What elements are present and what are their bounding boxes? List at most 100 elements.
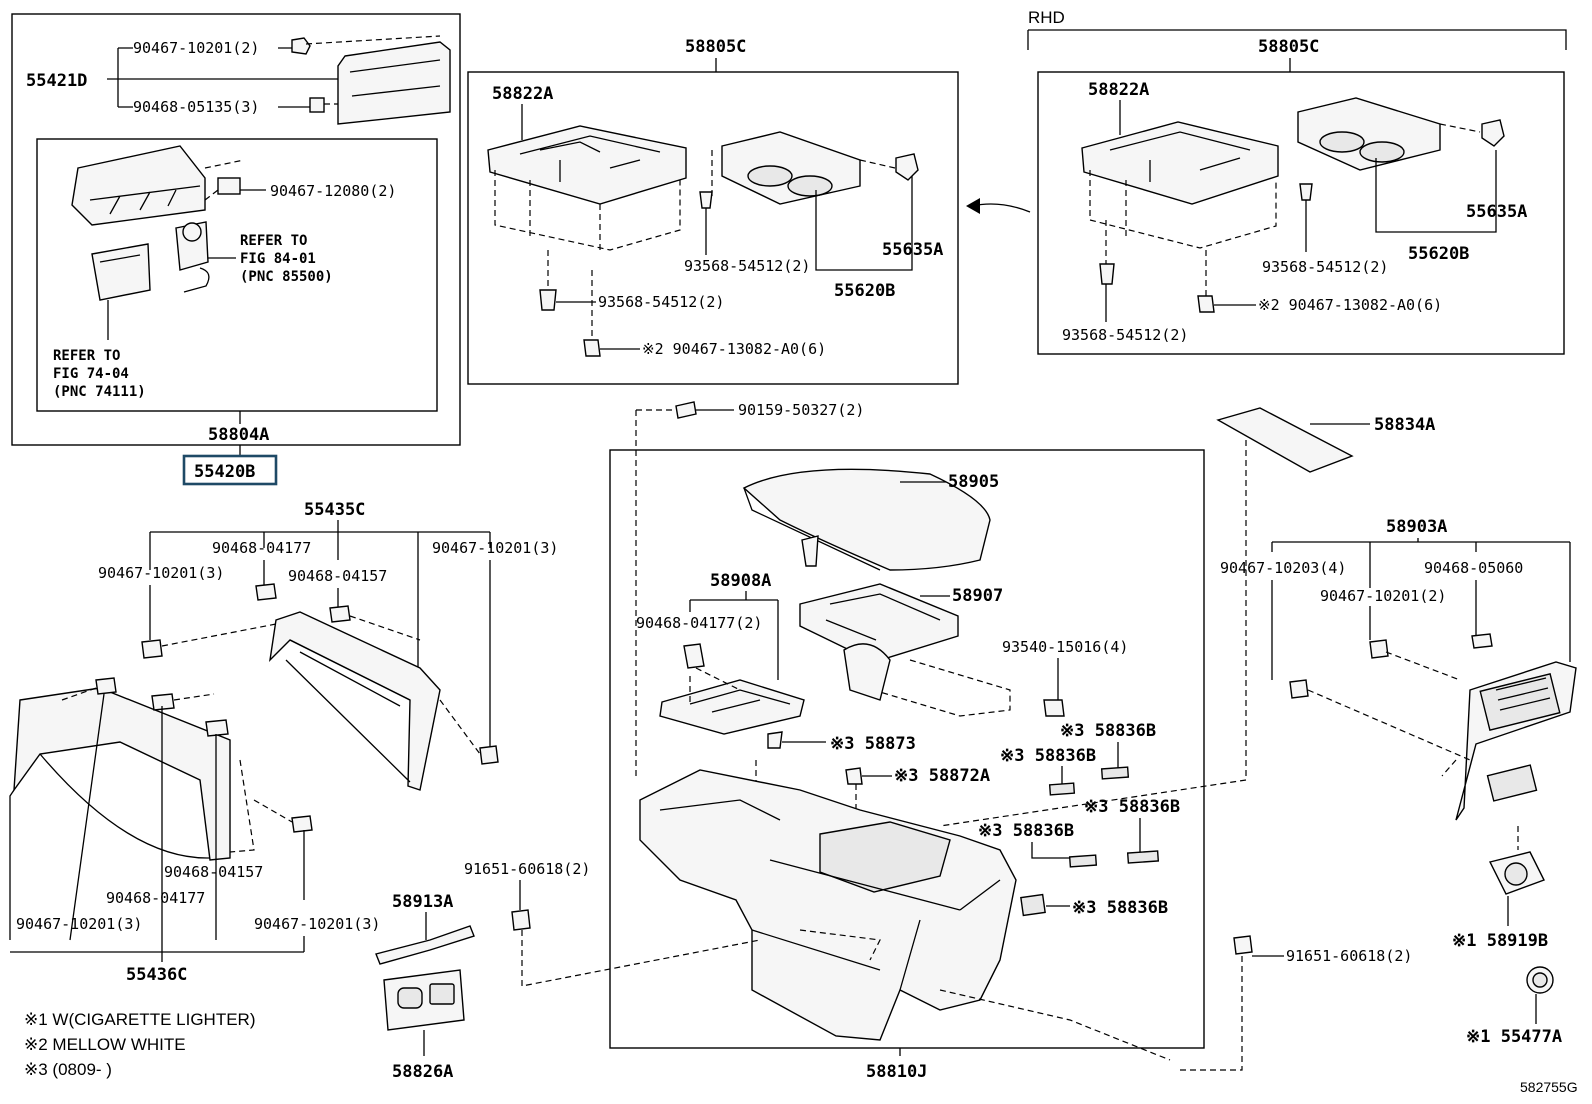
clip-icon [291, 815, 313, 833]
clip-icon [255, 583, 277, 601]
label-55477A: ※1 55477A [1466, 1027, 1562, 1047]
cup-holder-55620B [721, 131, 861, 205]
label-58810J: 58810J [866, 1062, 927, 1082]
clip-icon [683, 643, 705, 669]
vent-grille [1486, 764, 1538, 802]
clip-icon [217, 177, 241, 195]
center-group-frame [467, 71, 959, 385]
legend-notes: ※1 W(CIGARETTE LIGHTER) ※2 MELLOW WHITE … [24, 1010, 255, 1079]
console-storage [819, 821, 951, 893]
highlight-55420B-box[interactable] [182, 454, 278, 486]
label-93568-54512-rhd-a: 93568-54512(2) [1262, 258, 1388, 276]
switch-panel [71, 145, 206, 226]
right-side-group: 58834A 58903A 90467-10203(4) 90468-05060… [939, 407, 1577, 1071]
refer-text-2-line3: (PNC 74111) [53, 384, 146, 400]
hook-icon [895, 153, 919, 181]
direction-arrow [971, 203, 1031, 213]
console-body-58810J [639, 769, 1017, 1041]
label-90467-10201-3-c: 90467-10201(3) [16, 915, 142, 933]
refer-text-1-line1: REFER TO [240, 233, 307, 249]
left-lower-group: 55435C 90468-04177 90467-10201(3) 90468-… [9, 500, 558, 985]
clip-icon [767, 731, 783, 749]
label-90467-10203: 90467-10203(4) [1220, 559, 1346, 577]
clip-icon [583, 339, 601, 357]
label-58836B-4: ※3 58836B [978, 821, 1074, 841]
left-group-inner-frame [36, 138, 438, 412]
label-58836B-5: ※3 58836B [1072, 898, 1168, 918]
label-90467-10201-3-d: 90467-10201(3) [254, 915, 380, 933]
label-91651-60618-left: 91651-60618(2) [464, 860, 590, 878]
refer-text-2-line2: FIG 74-04 [53, 366, 129, 382]
arrow-head-icon [966, 198, 980, 214]
label-90468-04177-2: 90468-04177(2) [636, 614, 762, 632]
note-1: ※1 W(CIGARETTE LIGHTER) [24, 1010, 255, 1029]
label-90468-04177-b: 90468-04177 [106, 889, 205, 907]
label-90468-05060: 90468-05060 [1424, 559, 1523, 577]
bolt-icon [511, 909, 531, 931]
label-58903A: 58903A [1386, 517, 1447, 537]
clip-icon [329, 605, 351, 623]
clip-icon [95, 677, 117, 695]
pad-icon [1068, 854, 1098, 868]
lid-58905 [742, 468, 991, 571]
ashtray-part [91, 243, 151, 301]
label-90467-13082-center: ※2 90467-13082-A0(6) [642, 340, 826, 358]
label-58834A: 58834A [1374, 415, 1435, 435]
label-90467-13082-rhd: ※2 90467-13082-A0(6) [1258, 296, 1442, 314]
clip-icon [479, 745, 499, 765]
label-58805C-center: 58805C [685, 37, 746, 57]
screw-icon [1099, 263, 1115, 285]
label-90467-10201-3-a: 90467-10201(3) [98, 564, 224, 582]
pad-icon [1100, 766, 1130, 780]
label-55421D: 55421D [26, 71, 87, 91]
lower-panel-55435C [268, 611, 441, 791]
label-58907: 58907 [952, 586, 1003, 606]
clip-icon [309, 97, 325, 113]
label-58805C-rhd: 58805C [1258, 37, 1319, 57]
clip-icon [205, 719, 229, 737]
figure-id: 582755G [1520, 1079, 1578, 1095]
label-58836B-2: ※3 58836B [1000, 746, 1096, 766]
label-58913A: 58913A [392, 892, 453, 912]
label-58905: 58905 [948, 472, 999, 492]
label-93568-54512-center-a: 93568-54512(2) [684, 257, 810, 275]
shift-panel-58822A-rhd [1081, 121, 1279, 205]
refer-text-2-line1: REFER TO [53, 348, 120, 364]
clip-icon [1471, 633, 1493, 649]
note-3: ※3 (0809- ) [24, 1060, 112, 1079]
clip-icon [845, 767, 863, 785]
pad-icon [1020, 893, 1046, 917]
label-55620B-rhd: 55620B [1408, 244, 1469, 264]
label-90467-10201-3-b: 90467-10201(3) [432, 539, 558, 557]
label-90159-50327: 90159-50327(2) [738, 401, 864, 419]
label-55435C: 55435C [304, 500, 365, 520]
label-55635A-rhd: 55635A [1466, 202, 1527, 222]
mat-58834A [1216, 407, 1354, 473]
label-58908A: 58908A [710, 571, 771, 591]
center-group: 58805C 58822A 55635A 55620B 93568-54512(… [467, 37, 959, 385]
air-vent [1479, 673, 1561, 731]
rhd-group-frame [1037, 71, 1565, 355]
side-panel-55436C [13, 687, 231, 861]
rhd-group: RHD 58805C 58822A 55635A 55620B 93568-54… [1027, 8, 1567, 355]
clip-icon [141, 639, 163, 659]
clip-icon [291, 37, 311, 55]
refer-text-1-line3: (PNC 85500) [240, 269, 333, 285]
clip-icon [1289, 679, 1309, 699]
label-55420B[interactable]: 55420B [194, 462, 255, 482]
left-group: 55421D 90467-10201(2) 90468-05135(3) 904… [11, 13, 461, 486]
label-58804A: 58804A [208, 425, 269, 445]
hook-icon [1481, 119, 1505, 147]
label-58822A-center: 58822A [492, 84, 553, 104]
console-frame [609, 449, 1205, 1049]
label-58836B-1: ※3 58836B [1060, 721, 1156, 741]
screw-icon [539, 289, 557, 311]
label-55620B-center: 55620B [834, 281, 895, 301]
label-rhd: RHD [1028, 8, 1065, 27]
shift-panel-58822A [487, 125, 687, 205]
label-91651-60618-right: 91651-60618(2) [1286, 947, 1412, 965]
label-93540-15016: 93540-15016(4) [1002, 638, 1128, 656]
label-58872A: ※3 58872A [894, 766, 990, 786]
